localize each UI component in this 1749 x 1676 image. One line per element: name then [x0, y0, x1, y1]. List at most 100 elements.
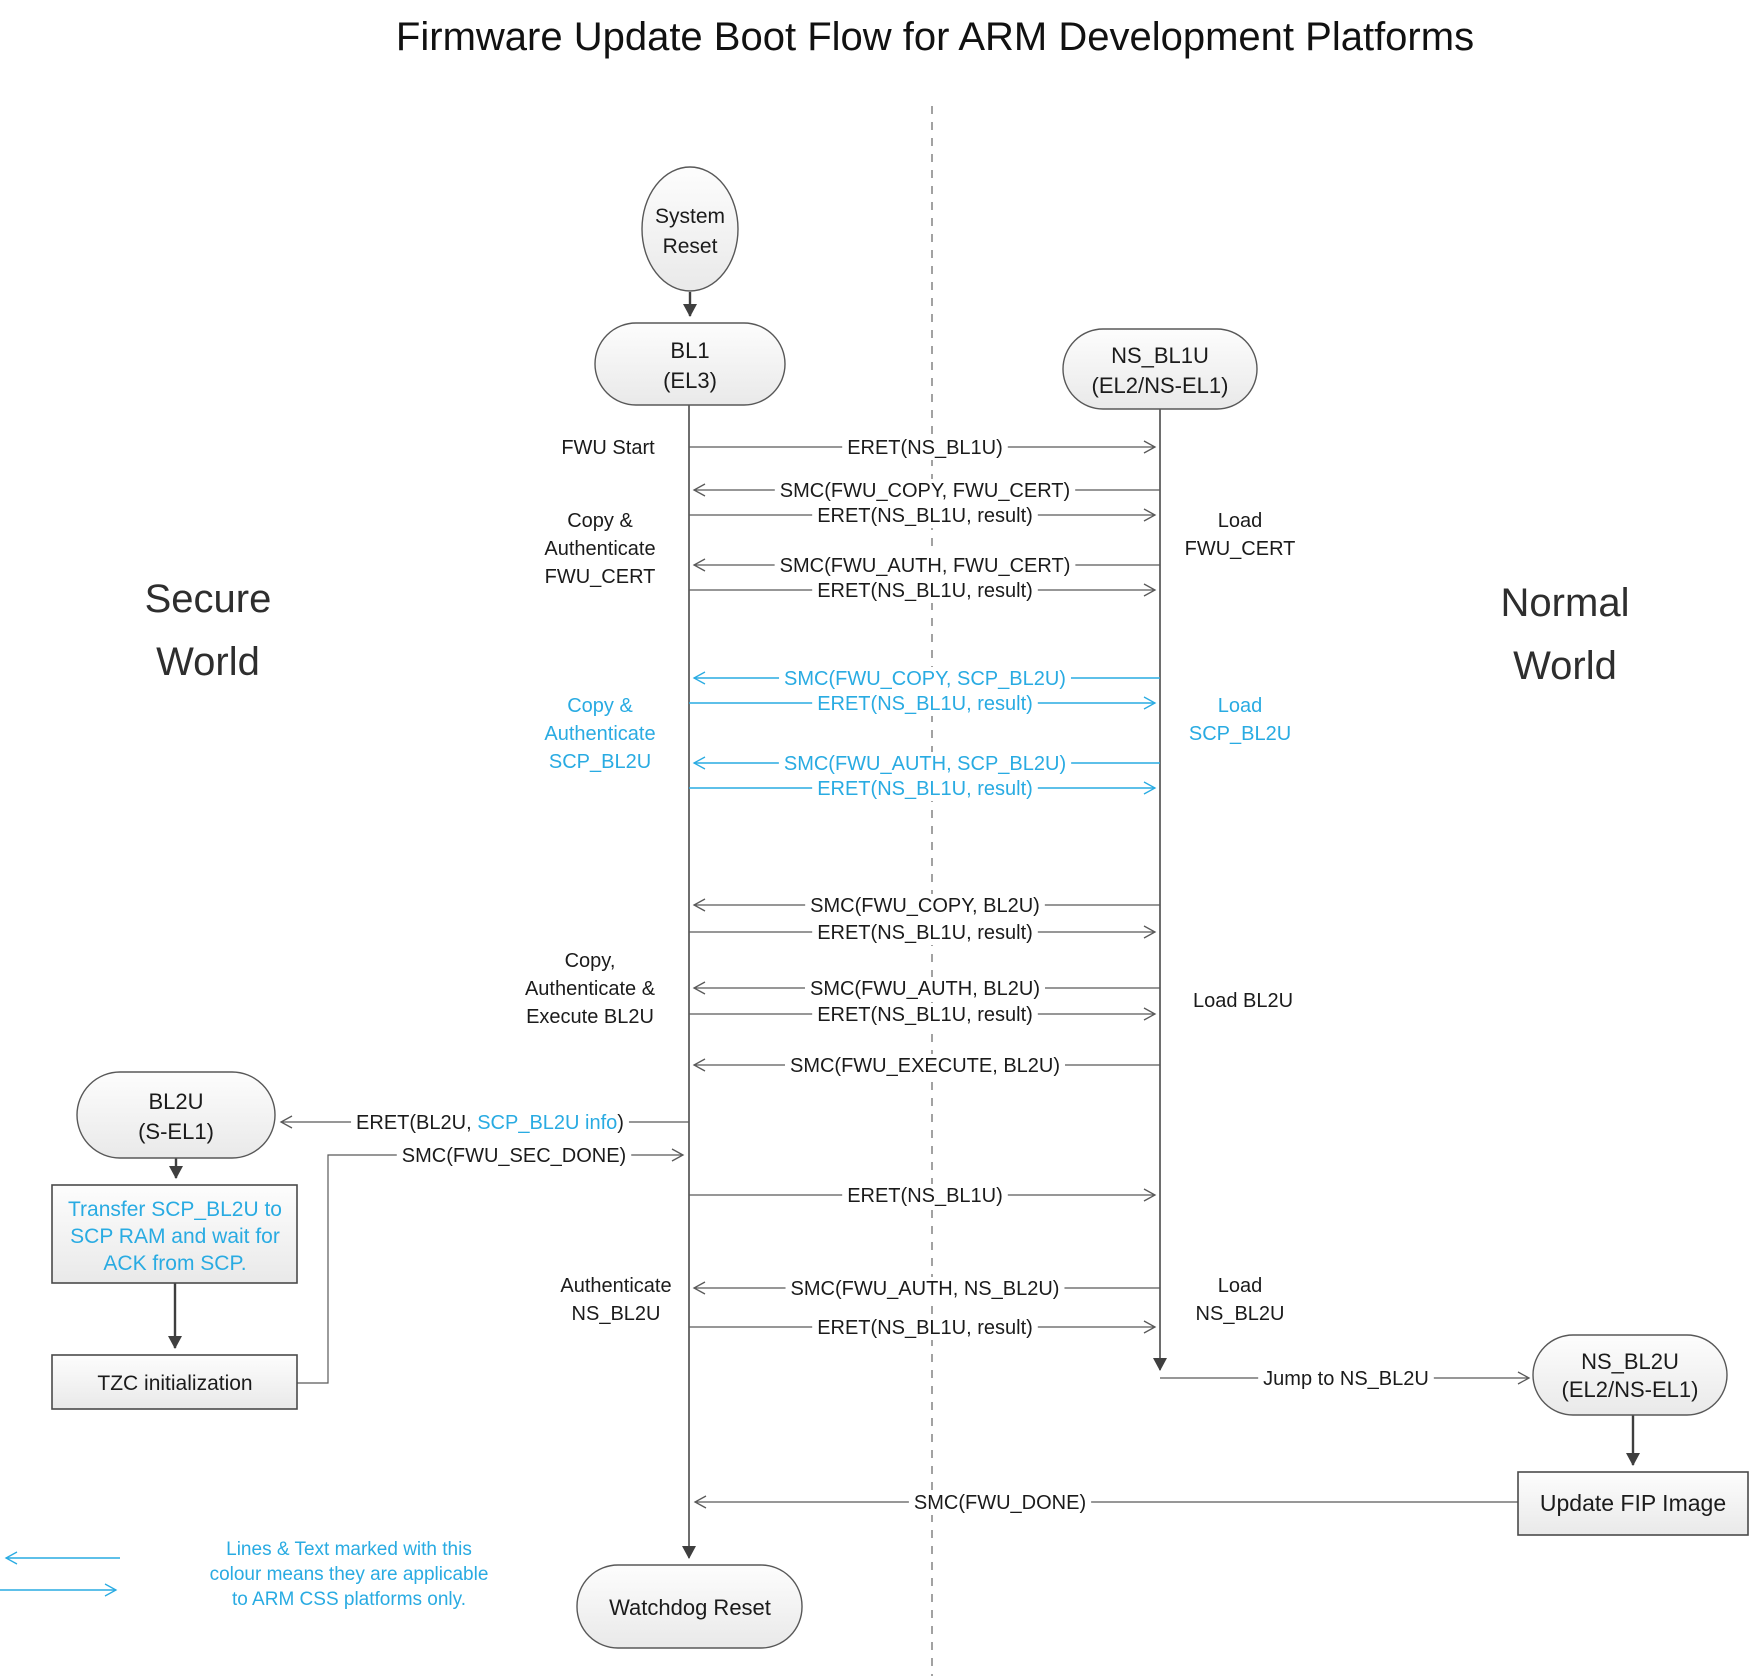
label-backing [812, 1316, 1038, 1340]
bl1-label: (EL3) [663, 368, 717, 393]
normal-world-label: Normal [1501, 581, 1630, 625]
note-load-ns-bl2u: Load [1218, 1275, 1263, 1297]
message-eret-result: ERET(NS_BL1U, result) [817, 922, 1033, 944]
secure-world-label: Secure [145, 577, 272, 621]
message-eret-bl2u-post: ) [617, 1112, 624, 1134]
message-eret-bl2u-pre: ERET(BL2U, [356, 1112, 477, 1134]
message-smc-execute: SMC(FWU_EXECUTE, BL2U) [790, 1055, 1060, 1077]
bl2u-label: BL2U [148, 1089, 203, 1114]
transfer-scp-label: SCP RAM and wait for [70, 1225, 280, 1248]
message-eret-result: ERET(NS_BL1U, result) [817, 1004, 1033, 1026]
note-load-fwu-cert: FWU_CERT [1185, 538, 1296, 560]
transfer-scp-label: ACK from SCP. [103, 1252, 246, 1275]
label-backing [774, 554, 1076, 578]
legend-text: colour means they are applicable [210, 1564, 489, 1585]
normal-world-label: World [1513, 644, 1617, 688]
label-backing [778, 752, 1072, 776]
label-backing [784, 1054, 1066, 1078]
note-copy-auth-scp: Copy & [567, 695, 633, 717]
label-backing [785, 1277, 1065, 1301]
message-smc-copy-scp: SMC(FWU_COPY, SCP_BL2U) [784, 668, 1066, 690]
label-backing [779, 667, 1071, 691]
label-backing [812, 504, 1038, 528]
labels-layer: Firmware Update Boot Flow for ARM Develo… [68, 15, 1726, 1620]
note-copy-auth-fwu-cert: Copy & [567, 510, 633, 532]
label-backing [842, 436, 1008, 460]
message-eret-result: ERET(NS_BL1U, result) [817, 693, 1033, 715]
bl1-label: BL1 [670, 338, 709, 363]
legend-text: to ARM CSS platforms only. [232, 1589, 466, 1610]
label-backing [805, 894, 1045, 918]
transfer-scp-label: Transfer SCP_BL2U to [68, 1198, 282, 1221]
update-fip-box [1517, 1471, 1749, 1536]
note-auth-ns-bl2u: NS_BL2U [572, 1303, 661, 1325]
label-backing [812, 921, 1038, 945]
note-copy-auth-exec: Execute BL2U [526, 1006, 654, 1028]
system-reset-label: Reset [663, 235, 718, 258]
note-load-scp: SCP_BL2U [1189, 723, 1291, 745]
note-auth-ns-bl2u: Authenticate [560, 1275, 671, 1297]
note-load-bl2u: Load BL2U [1193, 990, 1293, 1012]
bl2u-label: (S-EL1) [138, 1119, 214, 1144]
label-backing [908, 1491, 1092, 1515]
legend-text: Lines & Text marked with this [226, 1539, 472, 1560]
label-backing [396, 1144, 632, 1168]
bl1-node [594, 322, 786, 406]
note-fwu-start: FWU Start [561, 437, 655, 459]
message-eret-result: ERET(NS_BL1U, result) [817, 778, 1033, 800]
tzc-label: TZC initialization [97, 1372, 252, 1395]
message-smc-auth-ns-bl2u: SMC(FWU_AUTH, NS_BL2U) [791, 1278, 1060, 1300]
note-load-fwu-cert: Load [1218, 510, 1263, 532]
message-eret-ns-bl1u: ERET(NS_BL1U) [847, 1185, 1003, 1207]
system-reset-label: System [655, 205, 725, 228]
message-smc-auth-fwu-cert: SMC(FWU_AUTH, FWU_CERT) [780, 555, 1071, 577]
message-eret-result: ERET(NS_BL1U, result) [817, 505, 1033, 527]
message-eret-start: ERET(NS_BL1U) [847, 437, 1003, 459]
note-copy-auth-fwu-cert: FWU_CERT [545, 566, 656, 588]
watchdog-label: Watchdog Reset [609, 1595, 771, 1620]
message-smc-copy-bl2u: SMC(FWU_COPY, BL2U) [810, 895, 1040, 917]
label-backing [812, 579, 1038, 603]
label-backing [812, 1003, 1038, 1027]
message-smc-done: SMC(FWU_DONE) [914, 1492, 1086, 1514]
label-backing [812, 692, 1038, 716]
ns-bl1u-label: NS_BL1U [1111, 343, 1209, 368]
lines-layer [0, 106, 1640, 1676]
note-copy-auth-exec: Authenticate & [525, 978, 656, 1000]
label-backing [774, 479, 1076, 503]
ns-bl1u-node [1062, 328, 1258, 410]
message-smc-sec-done: SMC(FWU_SEC_DONE) [402, 1145, 626, 1167]
label-backing [804, 977, 1046, 1001]
note-copy-auth-fwu-cert: Authenticate [544, 538, 655, 560]
ns-bl1u-label: (EL2/NS-EL1) [1092, 373, 1229, 398]
ns-bl2u-label: NS_BL2U [1581, 1349, 1679, 1374]
tzc-box [51, 1354, 298, 1410]
ns-bl2u-node [1532, 1334, 1728, 1416]
message-eret-bl2u-highlight: SCP_BL2U info [477, 1112, 617, 1134]
note-copy-auth-exec: Copy, [565, 950, 616, 972]
label-backing [1258, 1367, 1434, 1391]
watchdog-node [576, 1564, 803, 1649]
shapes-layer [51, 166, 1749, 1649]
note-copy-auth-scp: Authenticate [544, 723, 655, 745]
bl2u-node [76, 1071, 276, 1159]
note-load-ns-bl2u: NS_BL2U [1196, 1303, 1285, 1325]
system-reset-node [641, 166, 739, 292]
note-copy-auth-scp: SCP_BL2U [549, 751, 651, 773]
ns-bl2u-label: (EL2/NS-EL1) [1562, 1377, 1699, 1402]
message-smc-auth-scp: SMC(FWU_AUTH, SCP_BL2U) [784, 753, 1066, 775]
label-backing [842, 1184, 1008, 1208]
update-fip-label: Update FIP Image [1540, 1490, 1726, 1516]
message-smc-copy-fwu-cert: SMC(FWU_COPY, FWU_CERT) [780, 480, 1070, 502]
message-jump-to-ns-bl2u: Jump to NS_BL2U [1263, 1368, 1429, 1390]
note-load-scp: Load [1218, 695, 1263, 717]
arrow-smc-sec-done [297, 1148, 685, 1384]
message-smc-auth-bl2u: SMC(FWU_AUTH, BL2U) [810, 978, 1040, 1000]
message-eret-bl2u: ERET(BL2U, SCP_BL2U info) [356, 1112, 624, 1134]
secure-world-label: World [156, 640, 260, 684]
message-eret-result: ERET(NS_BL1U, result) [817, 1317, 1033, 1339]
label-backing [812, 777, 1038, 801]
label-backing [351, 1111, 629, 1135]
